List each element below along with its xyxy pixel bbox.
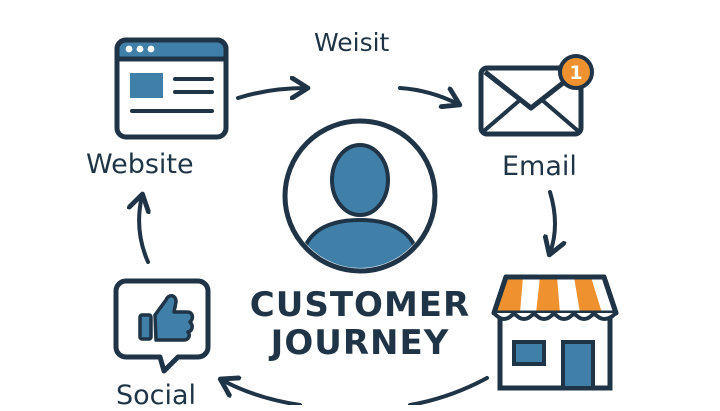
label-weisit: Weisit <box>314 28 390 57</box>
website-window-icon <box>114 37 229 140</box>
customer-avatar-icon <box>282 118 438 274</box>
arrow-weisit-to-email <box>398 86 458 104</box>
title-line-1: CUSTOMER <box>249 285 471 325</box>
arrow-store-to-bottom <box>408 376 489 405</box>
badge-count: 1 <box>569 62 582 84</box>
arrow-website-to-weisit <box>236 88 306 98</box>
title-line-2: JOURNEY <box>270 323 450 363</box>
arrow-email-to-store <box>550 190 555 253</box>
label-email: Email <box>502 151 577 182</box>
arrow-social-to-website <box>139 196 148 264</box>
label-social: Social <box>116 380 197 411</box>
journey-arrows <box>139 88 555 405</box>
arrow-bottom-to-social <box>222 380 302 405</box>
storefront-icon <box>491 274 619 391</box>
notification-badge: 1 <box>558 54 594 90</box>
social-like-icon <box>113 278 211 374</box>
label-website: Website <box>86 149 194 180</box>
email-envelope-icon <box>478 65 584 137</box>
